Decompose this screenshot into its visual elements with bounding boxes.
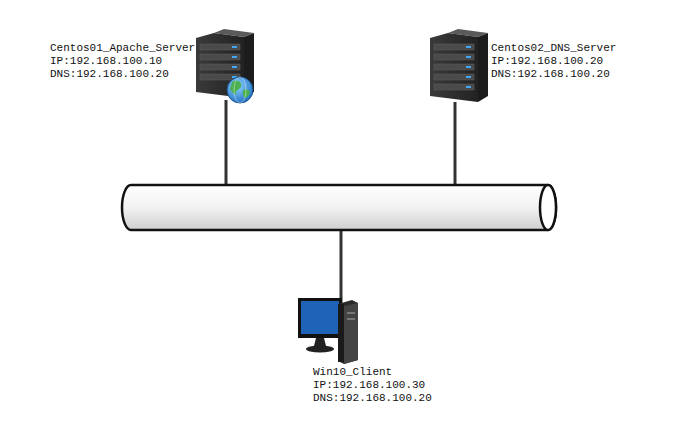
- server-icon: [196, 29, 254, 103]
- device-label: Centos02_DNS_ServerIP:192.168.100.20DNS:…: [491, 42, 616, 81]
- device-info-text: DNS:192.168.100.20: [491, 68, 616, 81]
- server-icon: [430, 29, 488, 102]
- device-label: Win10_ClientIP:192.168.100.30DNS:192.168…: [313, 366, 432, 405]
- device-info-text: IP:192.168.100.20: [491, 55, 616, 68]
- device-info-text: Centos02_DNS_Server: [491, 42, 616, 55]
- device-info-text: IP:192.168.100.30: [313, 379, 432, 392]
- device-info-text: IP:192.168.100.10: [50, 55, 195, 68]
- device-info-text: DNS:192.168.100.20: [50, 68, 195, 81]
- network-bus: [122, 185, 556, 230]
- device-label: Centos01_Apache_ServerIP:192.168.100.10D…: [50, 42, 195, 81]
- device-info-text: Centos01_Apache_Server: [50, 42, 195, 55]
- device-info-text: Win10_Client: [313, 366, 432, 379]
- device-info-text: DNS:192.168.100.20: [313, 392, 432, 405]
- client-pc-icon: [298, 298, 358, 364]
